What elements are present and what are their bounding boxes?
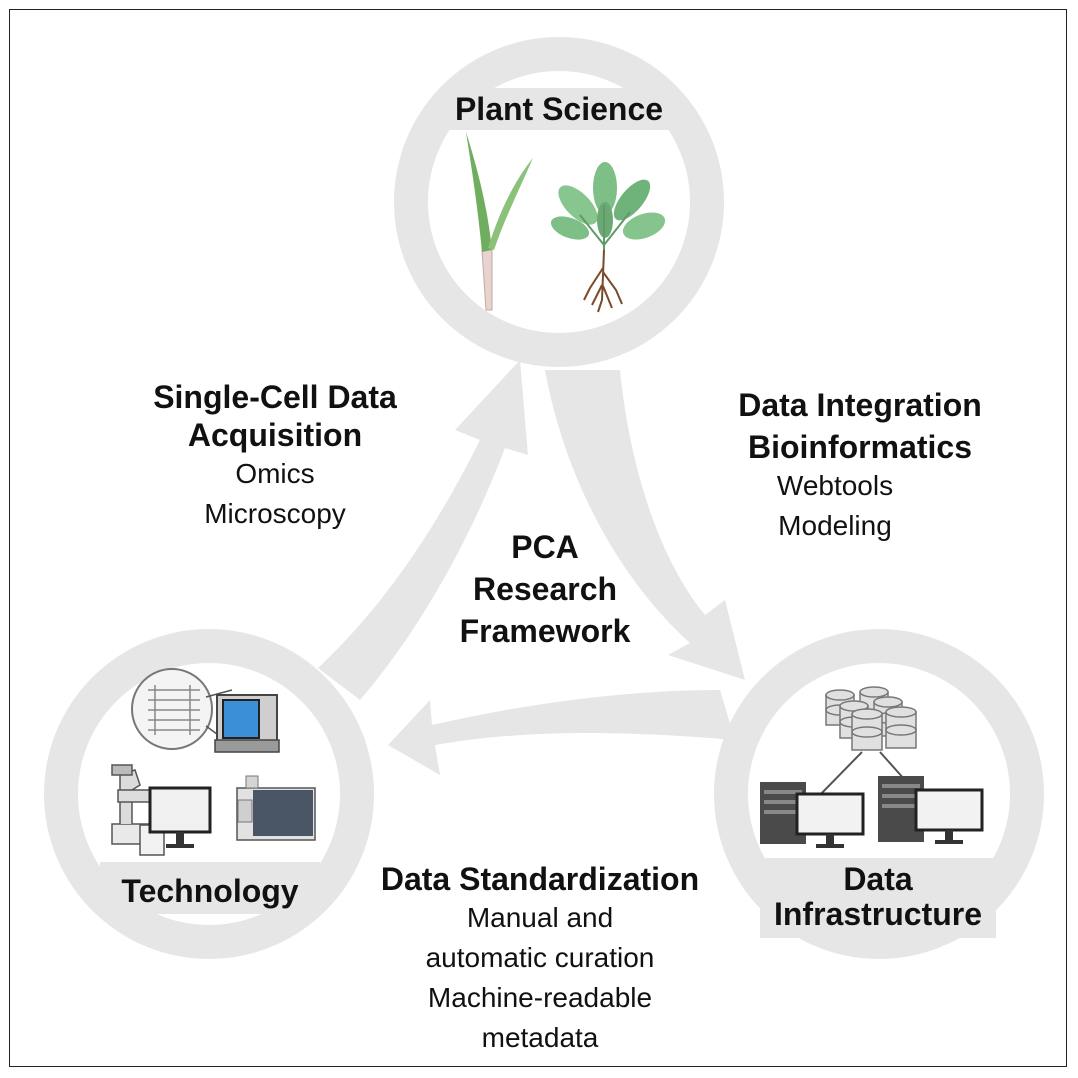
grass-seedling-icon: [466, 132, 533, 311]
node-title-data-infrastructure-line2: Infrastructure: [773, 896, 983, 932]
database-stack-icon: [825, 686, 917, 751]
acquisition-item-microscopy: Microscopy: [204, 498, 346, 529]
acquisition-title-line2: Acquisition: [187, 417, 363, 453]
plate-infra-title: [760, 858, 996, 938]
integration-item-modeling: Modeling: [778, 510, 892, 541]
chip-schematic-icon: [131, 668, 233, 750]
workstation-monitor-icon: [148, 786, 212, 848]
center-label: PCA Research Framework: [430, 526, 660, 652]
arrow-infrastructure-to-technology: [388, 690, 735, 775]
node-title-plant-science: Plant Science: [454, 91, 664, 127]
arabidopsis-rosette-icon: [550, 162, 666, 313]
integration-item-webtools: Webtools: [776, 470, 894, 501]
standardization-item-2: automatic curation: [425, 942, 655, 973]
node-title-technology: Technology: [121, 873, 299, 909]
edge-label-standardization: Data Standardization Manual and automati…: [370, 860, 710, 1058]
plate-tech-title: [100, 862, 320, 914]
center-line3: Framework: [459, 613, 631, 649]
standardization-title: Data Standardization: [380, 861, 700, 897]
acquisition-title-line1: Single-Cell Data: [153, 379, 397, 415]
edge-label-integration: Data Integration Bioinformatics Webtools…: [700, 386, 1020, 546]
network-lines: [814, 751, 906, 801]
integration-title-line2: Bioinformatics: [747, 429, 973, 465]
acquisition-item-omics: Omics: [235, 458, 315, 489]
center-line1: PCA: [511, 529, 579, 565]
node-title-data-infrastructure-line1: Data: [843, 861, 913, 897]
mass-spectrometer-icon: [236, 775, 316, 841]
standardization-item-4: metadata: [481, 1022, 599, 1053]
standardization-item-3: Machine-readable: [427, 982, 653, 1013]
cycle-arrows: [318, 360, 745, 775]
center-line2: Research: [472, 571, 618, 607]
sequencer-monitor-icon: [214, 694, 280, 753]
edge-label-acquisition: Single-Cell Data Acquisition Omics Micro…: [120, 378, 430, 534]
plate-plant-title: [445, 88, 673, 130]
standardization-item-1: Manual and: [466, 902, 614, 933]
monitor-left-icon: [795, 792, 865, 848]
arrow-technology-to-plant: [318, 360, 528, 700]
integration-title-line1: Data Integration: [738, 387, 982, 423]
arrow-plant-to-infrastructure: [545, 370, 745, 680]
monitor-right-icon: [914, 788, 984, 844]
